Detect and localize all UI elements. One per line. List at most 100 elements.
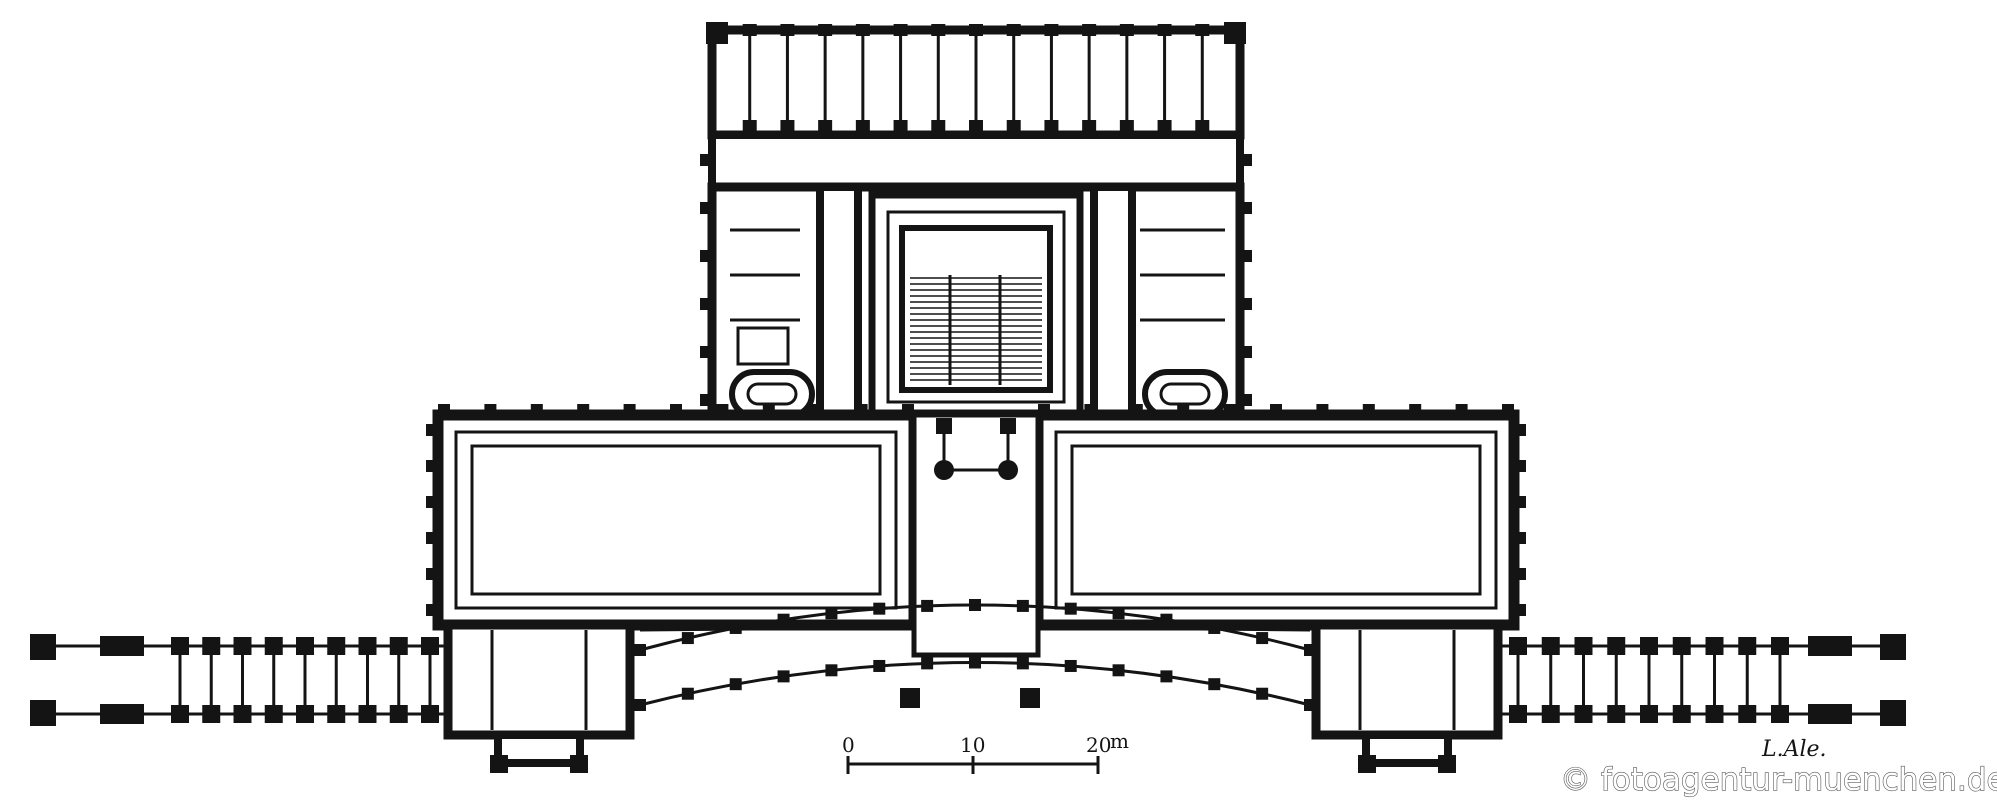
portico-pier <box>921 599 934 612</box>
right-side-rooms <box>1140 228 1225 322</box>
wall-buttress <box>902 404 914 416</box>
colonnade-column <box>171 637 189 655</box>
rear-corridor <box>708 131 1244 191</box>
colonnade-column <box>358 637 377 655</box>
portico-pier <box>969 656 981 669</box>
bay-pier <box>1044 24 1059 36</box>
wall-buttress <box>1455 404 1468 416</box>
colonnade-column <box>1574 705 1593 723</box>
colonnade-column <box>1607 637 1626 655</box>
portico-pier <box>1016 657 1029 670</box>
portico-pier <box>729 621 742 634</box>
bay-pier <box>818 24 833 36</box>
bay-pier <box>1006 120 1021 134</box>
wall-buttress <box>1514 460 1526 472</box>
wall-buttress <box>1240 154 1252 166</box>
colonnade-column <box>1541 637 1560 655</box>
bay-pier <box>931 24 946 36</box>
portico-pier <box>1016 599 1029 612</box>
portico-pier <box>777 613 790 626</box>
colonnade-column <box>296 637 314 655</box>
wall-buttress <box>1038 404 1050 416</box>
colonnade-column <box>233 705 252 723</box>
scale-bar: 0 10 20 m <box>842 729 1129 774</box>
wall-buttress <box>426 460 438 472</box>
wall-buttress <box>1223 404 1236 416</box>
wall-buttress <box>1240 202 1252 214</box>
central-block <box>707 182 1245 422</box>
wall-buttress <box>1316 404 1329 416</box>
colonnade-column <box>264 705 283 723</box>
wall-buttress <box>426 568 438 580</box>
wall-buttress <box>1514 604 1526 616</box>
colonnade-column <box>1509 705 1527 723</box>
bay-pier <box>1157 24 1172 36</box>
left-front-pavilion <box>443 620 635 773</box>
portico-pier <box>1160 613 1173 626</box>
bay-pier <box>742 24 757 36</box>
right-main-hall <box>1032 409 1520 631</box>
wall-buttress <box>1502 404 1514 416</box>
wall-buttress <box>438 404 450 416</box>
bay-pier <box>1157 120 1172 134</box>
wall-buttress <box>1270 404 1282 416</box>
bay-pier <box>1119 120 1134 134</box>
portico-pier <box>729 678 742 691</box>
portico-pier <box>873 602 886 615</box>
bay-pier <box>1044 120 1059 134</box>
wall-buttress <box>1084 404 1097 416</box>
curved-front-portico <box>634 599 1316 711</box>
colonnade-column <box>1607 705 1626 723</box>
left-main-hall <box>432 409 920 631</box>
colonnade-column <box>1771 637 1789 655</box>
colonnade-column <box>264 637 283 655</box>
bay-pier <box>1082 120 1097 134</box>
wall-buttress <box>700 346 712 358</box>
wall-buttress <box>426 424 438 436</box>
wall-buttress <box>700 250 712 262</box>
wall-buttress <box>809 404 822 416</box>
colonnade-column <box>171 705 189 723</box>
wall-buttress <box>577 404 590 416</box>
portico-pier <box>825 607 838 620</box>
bay-pier <box>969 24 983 36</box>
wall-buttress <box>484 404 497 416</box>
wall-buttress <box>623 404 636 416</box>
wall-buttress <box>1514 568 1526 580</box>
bay-pier <box>931 120 946 134</box>
bay-pier <box>855 24 870 36</box>
wall-buttress <box>1409 404 1422 416</box>
colonnade-column <box>1705 637 1724 655</box>
colonnade-column <box>296 705 314 723</box>
scale-label-0: 0 <box>842 733 855 757</box>
wall-buttress <box>762 404 775 416</box>
portico-pier <box>1112 607 1125 620</box>
colonnade-column <box>233 637 252 655</box>
portico-pier <box>1208 678 1221 691</box>
colonnade-column <box>389 637 408 655</box>
colonnade-column <box>202 637 221 655</box>
watermark-text: © fotoagentur-muenchen.de <box>1560 762 1997 798</box>
wall-buttress <box>1240 346 1252 358</box>
bay-pier <box>1195 24 1210 36</box>
wall-buttress <box>1240 298 1252 310</box>
wall-buttress <box>1514 496 1526 508</box>
colonnade-column <box>1672 705 1691 723</box>
colonnade-column <box>358 705 377 723</box>
artist-signature: L.Ale. <box>1761 737 1827 762</box>
rear-wing <box>706 22 1246 191</box>
bay-pier <box>742 120 757 134</box>
left-corridor <box>816 183 862 421</box>
staircase-hall <box>899 225 1053 393</box>
right-colonnade <box>1498 634 1906 726</box>
wall-buttresses <box>426 154 1526 616</box>
portico-pier <box>634 699 646 711</box>
wall-buttress <box>426 496 438 508</box>
wall-buttress <box>1514 424 1526 436</box>
colonnade-column <box>1509 637 1527 655</box>
portico-pier <box>1304 644 1316 656</box>
portico-pier <box>1160 670 1173 683</box>
left-colonnade <box>30 634 448 726</box>
portico-pier <box>1208 621 1221 634</box>
